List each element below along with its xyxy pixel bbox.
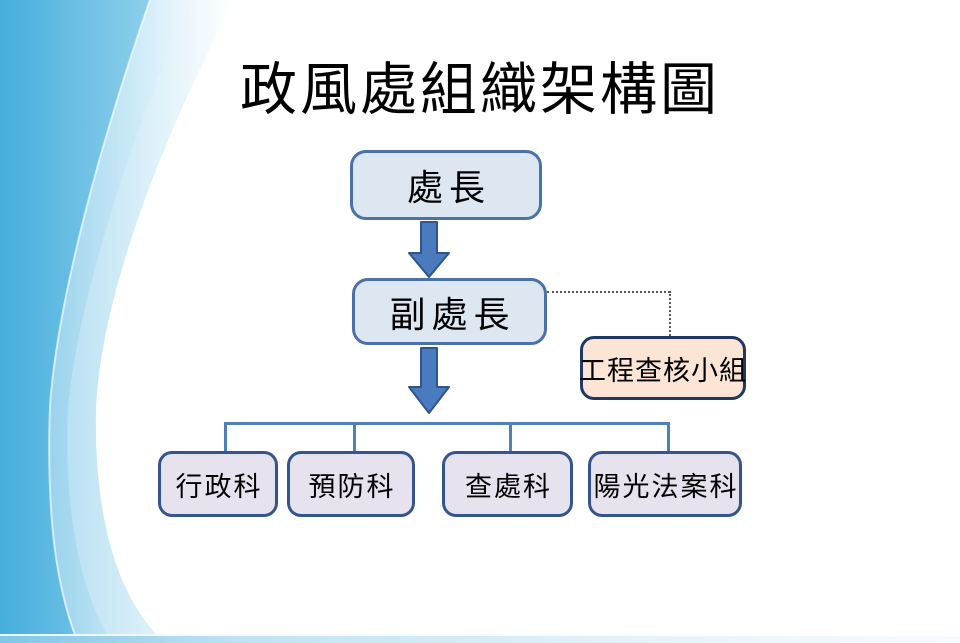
down-arrow-icon <box>408 347 450 414</box>
org-node-department-prevention: 預防科 <box>287 451 415 517</box>
dotted-connector-vertical <box>669 291 671 336</box>
connector-drop-line <box>224 424 227 453</box>
bottom-edge-bar <box>0 634 960 643</box>
slide-title: 政風處組織架構圖 <box>240 57 720 123</box>
org-node-department-investigation: 查處科 <box>442 451 573 517</box>
connector-horizontal-line <box>224 422 670 425</box>
connector-drop-line <box>509 424 512 453</box>
org-node-deputy-director: 副處長 <box>352 278 547 345</box>
down-arrow-icon <box>408 221 450 278</box>
org-node-department-admin: 行政科 <box>158 451 278 517</box>
connector-drop-line <box>353 424 356 453</box>
org-node-director: 處長 <box>350 150 542 220</box>
org-node-department-sunshine-law: 陽光法案科 <box>588 451 742 517</box>
connector-drop-line <box>667 424 670 453</box>
dotted-connector-horizontal <box>547 291 670 293</box>
org-node-audit-team: 工程查核小組 <box>579 336 746 400</box>
